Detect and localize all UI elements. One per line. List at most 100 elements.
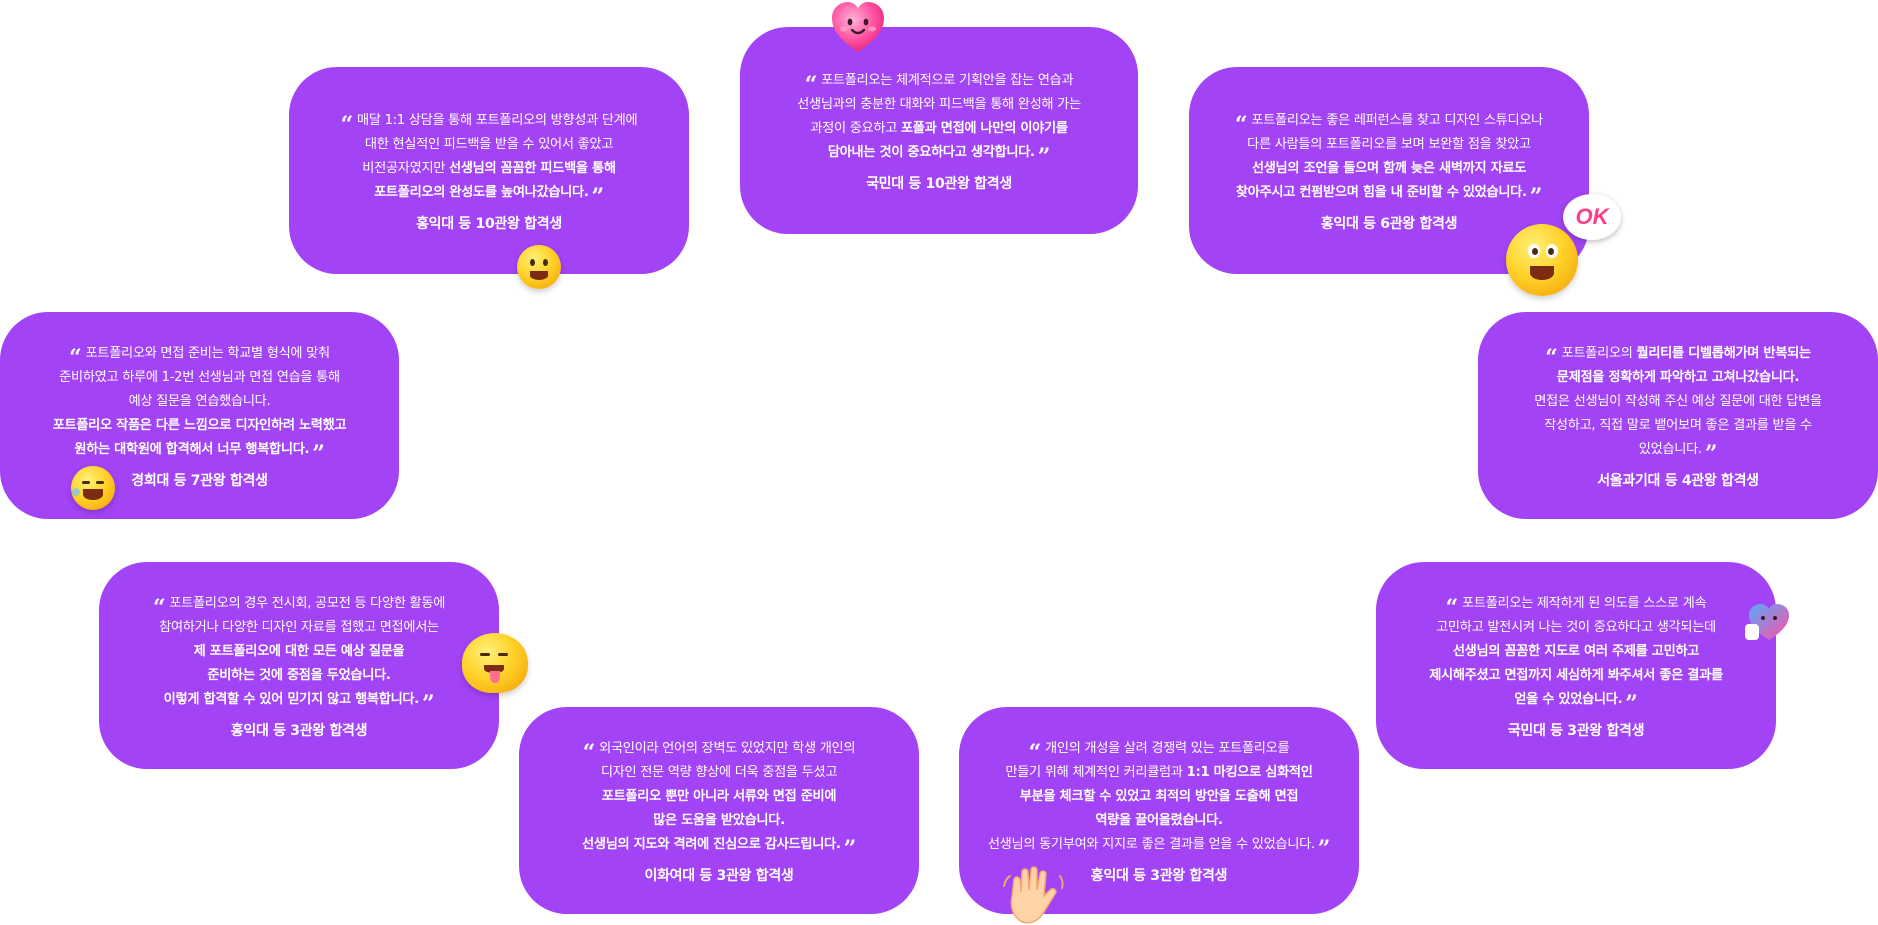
quote-emphasis: 역량을 끌어올렸습니다. <box>1095 812 1223 828</box>
quote-line: 원하는 대학원에 합격해서 너무 행복합니다.” <box>53 438 347 465</box>
quote-emphasis: 1:1 마킹으로 심화적인 <box>1186 764 1313 780</box>
quote-emphasis: 준비하는 것에 중점을 두었습니다. <box>207 667 391 683</box>
ok-face-icon <box>1506 224 1578 296</box>
heart-thumbs-up-icon <box>1745 604 1789 640</box>
quote-emphasis: 포트폴리오의 완성도를 높여나갔습니다. <box>374 184 589 200</box>
close-quote-icon: ” <box>1037 143 1051 170</box>
quote-line: 역량을 끌어올렸습니다. <box>988 809 1330 833</box>
quote-emphasis: 많은 도움을 받았습니다. <box>653 812 785 828</box>
quote-text: 포트폴리오의 경우 전시회, 공모전 등 다양한 활동에 <box>169 595 446 611</box>
quote-line: “포트폴리오는 좋은 레퍼런스를 찾고 디자인 스튜디오나 <box>1235 109 1543 136</box>
ok-bubble: OK <box>1563 194 1621 240</box>
quote-line: 준비하는 것에 중점을 두었습니다. <box>153 664 445 688</box>
quote-emphasis: 제시해주셨고 면접까지 세심하게 봐주셔서 좋은 결과를 <box>1429 667 1723 683</box>
close-quote-icon: ” <box>843 835 857 862</box>
quote-emphasis: 문제점을 정확하게 파악하고 고쳐나갔습니다. <box>1556 369 1800 385</box>
open-quote-icon: “ <box>582 739 596 766</box>
quote-text: 작성하고, 직접 말로 뱉어보며 좋은 결과를 받을 수 <box>1544 417 1812 433</box>
quote-line: 포트폴리오의 완성도를 높여나갔습니다.” <box>341 181 638 208</box>
close-quote-icon: ” <box>421 690 435 717</box>
quote-line: 만들기 위해 체계적인 커리큘럼과 1:1 마킹으로 심화적인 <box>988 761 1330 785</box>
quote-line: “개인의 개성을 살려 경쟁력 있는 포트폴리오를 <box>988 737 1330 764</box>
quote-text: 대한 현실적인 피드백을 받을 수 있어서 좋았고 <box>364 136 614 152</box>
quote-emphasis: 선생님의 지도와 격려에 진심으로 감사드립니다. <box>582 836 841 852</box>
open-quote-icon: “ <box>1545 344 1558 371</box>
close-quote-icon: ” <box>1625 690 1638 717</box>
testimonial-author: 국민대 등 3관왕 합격생 <box>1507 722 1645 739</box>
quote-line: “매달 1:1 상담을 통해 포트폴리오의 방향성과 단계에 <box>341 109 638 136</box>
quote-line: 선생님의 조언을 들으며 함께 늦은 새벽까지 자료도 <box>1235 157 1543 181</box>
quote-line: 제시해주셨고 면접까지 세심하게 봐주셔서 좋은 결과를 <box>1429 664 1723 688</box>
quote-line: “포트폴리오의 퀄리티를 디벨롭해가며 반복되는 <box>1534 342 1822 369</box>
quote-line: 다른 사람들의 포트폴리오를 보며 보완할 점을 찾았고 <box>1235 133 1543 157</box>
quote-emphasis: 포트폴리오 뿐만 아니라 서류와 면접 준비에 <box>601 788 837 804</box>
testimonial-author: 홍익대 등 6관왕 합격생 <box>1320 215 1458 232</box>
quote-text: 디자인 전문 역량 향상에 더욱 중점을 두셨고 <box>600 764 838 780</box>
grin-face-icon <box>517 245 561 289</box>
quote-emphasis: 찾아주시고 컨펌받으며 힘을 내 준비할 수 있었습니다. <box>1235 184 1527 200</box>
testimonial-author: 홍익대 등 3관왕 합격생 <box>230 722 368 739</box>
quote-text: 포트폴리오는 제작하게 된 의도를 스스로 계속 <box>1462 595 1707 611</box>
quote-line: “포트폴리오와 면접 준비는 학교별 형식에 맞춰 <box>53 342 347 369</box>
heart-face-icon <box>832 2 884 52</box>
close-quote-icon: ” <box>1529 183 1543 210</box>
quote-text: 매달 1:1 상담을 통해 포트폴리오의 방향성과 단계에 <box>357 112 638 128</box>
quote-text: 개인의 개성을 살려 경쟁력 있는 포트폴리오를 <box>1045 740 1290 756</box>
testimonial-author: 홍익대 등 3관왕 합격생 <box>1090 867 1228 884</box>
quote-emphasis: 원하는 대학원에 합격해서 너무 행복합니다. <box>74 441 310 457</box>
quote-line: 담아내는 것이 중요하다고 생각합니다.” <box>797 141 1081 168</box>
quote-emphasis: 포트폴리오 작품은 다른 느낌으로 디자인하려 노력했고 <box>52 417 347 433</box>
quote-line: 선생님의 꼼꼼한 지도로 여러 주제를 고민하고 <box>1429 640 1723 664</box>
quote-emphasis: 포폴과 면접에 나만의 이야기를 <box>900 120 1068 136</box>
quote-text: 비전공자였지만 <box>362 160 450 176</box>
quote-line: 대한 현실적인 피드백을 받을 수 있어서 좋았고 <box>341 133 638 157</box>
quote-line: 문제점을 정확하게 파악하고 고쳐나갔습니다. <box>1534 366 1822 390</box>
quote-emphasis: 얻을 수 있었습니다. <box>1514 691 1623 707</box>
ok-bubble-label: OK <box>1575 204 1609 229</box>
quote-emphasis: 이렇게 합격할 수 있어 믿기지 않고 행복합니다. <box>163 691 420 707</box>
quote-emphasis: 담아내는 것이 중요하다고 생각합니다. <box>827 144 1035 160</box>
tongue-face-icon <box>462 633 528 693</box>
open-quote-icon: “ <box>69 344 82 371</box>
quote-line: 비전공자였지만 선생님의 꼼꼼한 피드백을 통해 <box>341 157 638 181</box>
open-quote-icon: “ <box>1445 594 1459 621</box>
quote-emphasis: 퀄리티를 디벨롭해가며 반복되는 <box>1636 345 1812 361</box>
quote-text: 면접은 선생님이 작성해 주신 예상 질문에 대한 답변을 <box>1534 393 1822 409</box>
quote-text: 준비하였고 하루에 1-2번 선생님과 면접 연습을 통해 <box>59 369 340 385</box>
close-quote-icon: ” <box>1704 440 1718 467</box>
quote-text: 포트폴리오는 체계적으로 기획안을 잡는 연습과 <box>821 72 1074 88</box>
quote-line: 많은 도움을 받았습니다. <box>582 809 856 833</box>
quote-line: 선생님과의 충분한 대화와 피드백을 통해 완성해 가는 <box>797 93 1081 117</box>
quote-line: 이렇게 합격할 수 있어 믿기지 않고 행복합니다.” <box>153 688 445 715</box>
quote-text: 참여하거나 다양한 디자인 자료를 접했고 면접에서는 <box>159 619 439 635</box>
testimonial-author: 경희대 등 7관왕 합격생 <box>131 472 268 489</box>
quote-text: 선생님과의 충분한 대화와 피드백을 통해 완성해 가는 <box>797 96 1081 112</box>
laughing-face-icon <box>71 466 115 510</box>
quote-text: 만들기 위해 체계적인 커리큘럼과 <box>1005 764 1187 780</box>
quote-text: 포트폴리오의 <box>1561 345 1637 361</box>
open-quote-icon: “ <box>1028 739 1042 766</box>
close-quote-icon: ” <box>312 440 325 467</box>
testimonial-author: 서울과기대 등 4관왕 합격생 <box>1597 472 1759 489</box>
quote-text: 외국인이라 언어의 장벽도 있었지만 학생 개인의 <box>599 740 856 756</box>
testimonial-author: 이화여대 등 3관왕 합격생 <box>644 867 794 884</box>
quote-line: 제 포트폴리오에 대한 모든 예상 질문을 <box>153 640 445 664</box>
quote-line: 포트폴리오 뿐만 아니라 서류와 면접 준비에 <box>582 785 856 809</box>
quote-emphasis: 선생님의 꼼꼼한 지도로 여러 주제를 고민하고 <box>1452 643 1700 659</box>
quote-text: 다른 사람들의 포트폴리오를 보며 보완할 점을 찾았고 <box>1247 136 1531 152</box>
